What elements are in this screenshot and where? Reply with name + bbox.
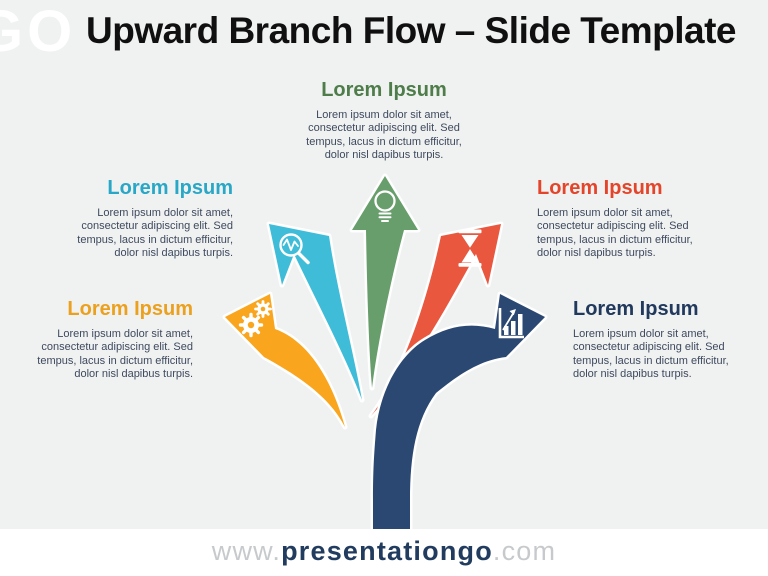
arrow-up-green bbox=[349, 173, 421, 391]
presentationgo-logo-fragment: GO bbox=[0, 0, 77, 64]
arrow-right-shape bbox=[373, 294, 545, 530]
footer-com: .com bbox=[492, 536, 557, 566]
hourglass-icon bbox=[458, 229, 482, 267]
branch-lower-right-body: Lorem ipsum dolor sit amet, consectetur … bbox=[573, 328, 729, 381]
branch-upper-left-body: Lorem ipsum dolor sit amet, consectetur … bbox=[77, 207, 233, 260]
arrow-up-shape bbox=[352, 176, 418, 388]
branch-upper-right-heading: Lorem Ipsum bbox=[537, 177, 663, 199]
page-title: Upward Branch Flow – Slide Template bbox=[86, 10, 737, 51]
branch-lower-left-block: Lorem Ipsum Lorem ipsum dolor sit amet, … bbox=[15, 297, 193, 382]
branch-upper-left-block: Lorem Ipsum Lorem ipsum dolor sit amet, … bbox=[55, 176, 233, 261]
arrow-up-left-shape bbox=[269, 224, 362, 400]
branch-lower-right-block: Lorem Ipsum Lorem ipsum dolor sit amet, … bbox=[573, 297, 751, 382]
branch-upper-right-block: Lorem Ipsum Lorem ipsum dolor sit amet, … bbox=[537, 176, 715, 261]
branch-top-body: Lorem ipsum dolor sit amet, consectetur … bbox=[306, 109, 462, 162]
footer-band: www.presentationgo.com bbox=[0, 529, 768, 576]
arrow-up-left-teal bbox=[266, 221, 365, 403]
branch-top-block: Lorem Ipsum Lorem ipsum dolor sit amet, … bbox=[295, 78, 473, 163]
lightbulb-icon bbox=[374, 190, 396, 222]
arrow-right-navy bbox=[370, 291, 548, 533]
branch-lower-left-body: Lorem ipsum dolor sit amet, consectetur … bbox=[37, 328, 193, 381]
branch-lower-left-heading: Lorem Ipsum bbox=[67, 298, 193, 320]
bar-chart-icon bbox=[498, 308, 524, 339]
branch-upper-left-heading: Lorem Ipsum bbox=[107, 177, 233, 199]
branch-top-heading: Lorem Ipsum bbox=[321, 79, 447, 101]
footer-www: www. bbox=[211, 536, 282, 566]
footer-link[interactable]: www.presentationgo.com bbox=[0, 535, 768, 567]
magnifier-pulse-icon bbox=[279, 233, 310, 265]
branch-lower-right-heading: Lorem Ipsum bbox=[573, 298, 699, 320]
branch-upper-right-body: Lorem ipsum dolor sit amet, consectetur … bbox=[537, 207, 693, 260]
gears-icon bbox=[238, 300, 272, 338]
footer-brand: presentationgo bbox=[281, 536, 493, 566]
